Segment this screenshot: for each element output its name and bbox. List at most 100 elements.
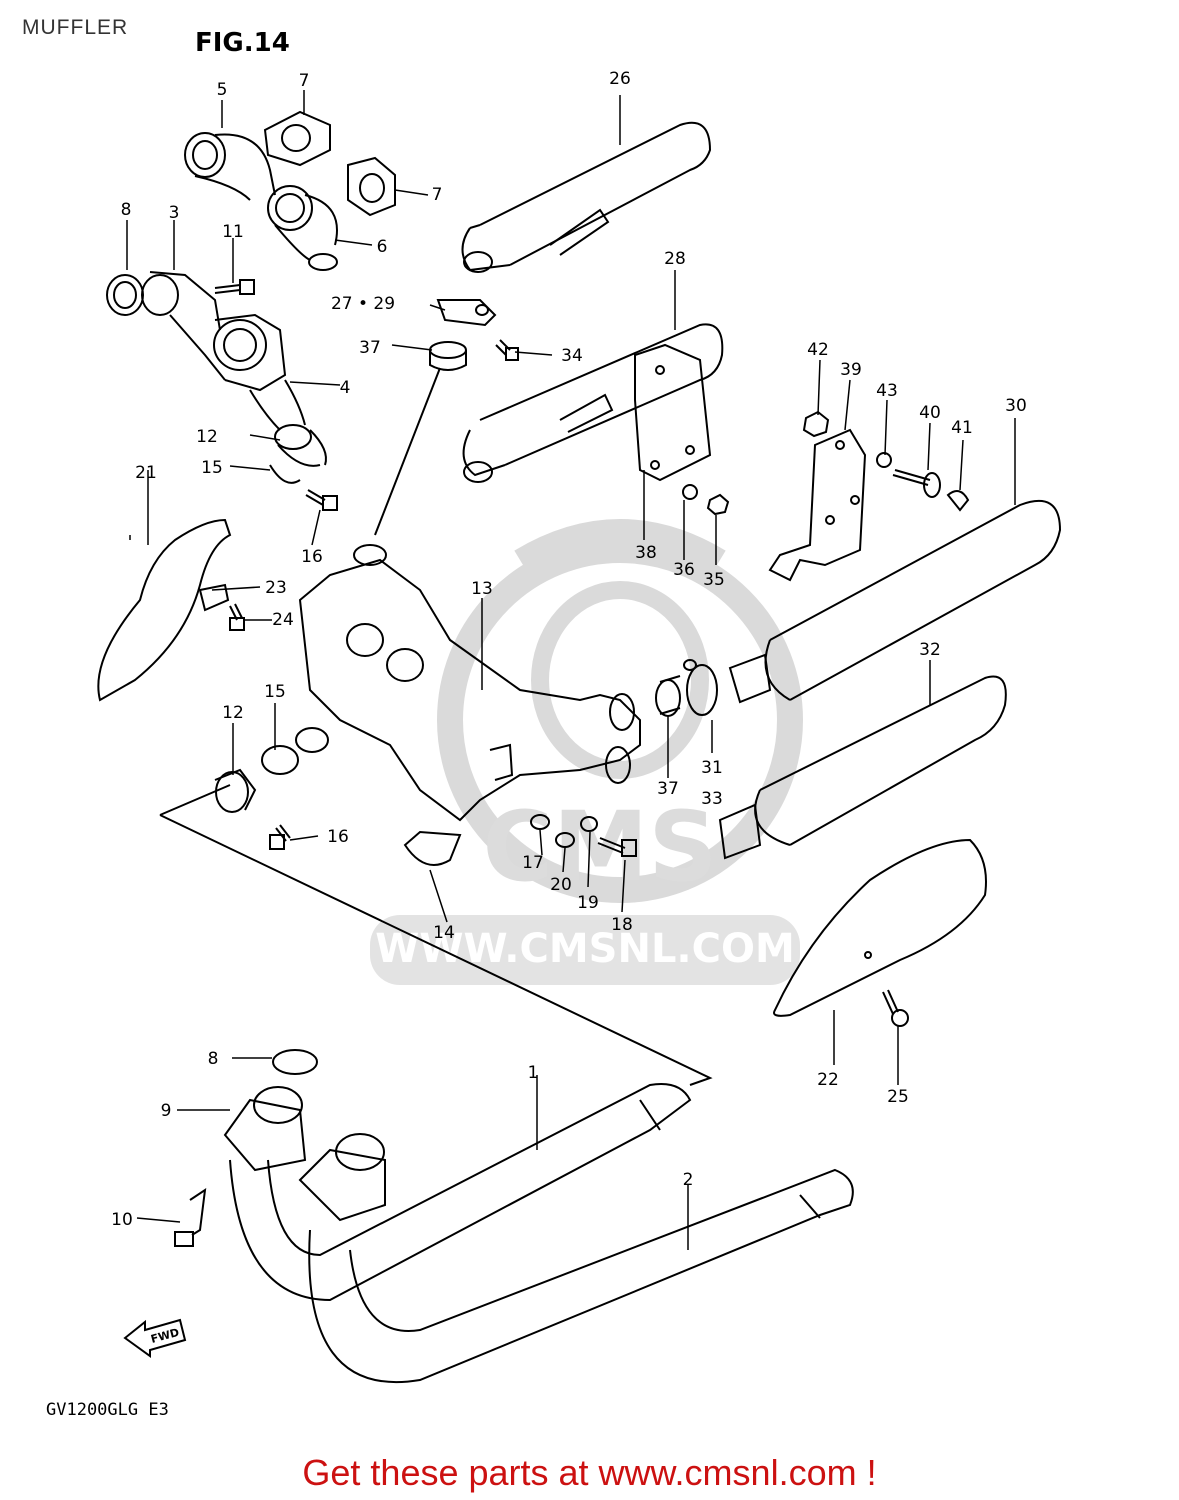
washer-43 — [876, 452, 892, 468]
callout-35: 35 — [703, 570, 725, 590]
callout-23: 23 — [265, 578, 287, 598]
callout-4: 4 — [340, 378, 351, 398]
callout-16b: 16 — [327, 827, 349, 847]
callout-36: 36 — [673, 560, 695, 580]
watermark-url: WWW.CMSNL.COM — [375, 926, 795, 972]
bolt-24 — [229, 603, 245, 631]
callout-31: 31 — [701, 758, 723, 778]
gasket-7a — [263, 110, 331, 167]
callout-25: 25 — [887, 1087, 909, 1107]
cta-link[interactable]: Get these parts at www.cmsnl.com ! — [302, 1452, 877, 1493]
nut-35 — [706, 493, 730, 516]
callout-9: 9 — [161, 1101, 172, 1121]
bracket-23 — [198, 583, 230, 612]
bolt-40 — [892, 469, 941, 498]
watermark-logo — [437, 519, 803, 903]
bracket-38 — [634, 343, 712, 482]
bolt-10 — [174, 1187, 207, 1247]
callout-10: 10 — [111, 1210, 133, 1230]
flange-9b — [298, 1133, 386, 1222]
sleeve-12-lower — [214, 768, 257, 813]
callout-43: 43 — [876, 381, 898, 401]
callout-37b: 37 — [657, 779, 679, 799]
fwd-arrow-icon — [123, 1318, 187, 1358]
clamp-27-29 — [436, 299, 497, 327]
callout-2: 2 — [683, 1170, 694, 1190]
callout-13: 13 — [471, 579, 493, 599]
leader-lines — [126, 90, 1016, 1250]
callout-15a: 15 — [201, 458, 223, 478]
callout-37a: 37 — [359, 338, 381, 358]
sleeve-37-upper — [429, 341, 467, 371]
flange-9 — [223, 1086, 307, 1172]
collector-13 — [298, 544, 641, 822]
callout-11: 11 — [222, 222, 244, 242]
callout-8b: 8 — [208, 1049, 219, 1069]
bolt-16-upper — [305, 489, 338, 511]
clamp-15-lower — [261, 727, 329, 775]
heat-shield-21 — [97, 518, 232, 702]
muffler-26 — [461, 121, 712, 273]
bolt-34 — [495, 339, 519, 361]
clamp-31-33 — [683, 659, 718, 716]
callout-6: 6 — [377, 237, 388, 257]
gasket-8-lower — [272, 1049, 318, 1075]
exhaust-pipe-2 — [308, 1168, 854, 1384]
callout-33: 33 — [701, 789, 723, 809]
screw-25 — [882, 989, 909, 1027]
exhaust-pipe-1 — [229, 1083, 692, 1302]
bracket-39 — [768, 428, 867, 582]
callout-17: 17 — [522, 853, 544, 873]
callout-15b: 15 — [264, 682, 286, 702]
callout-18: 18 — [611, 915, 633, 935]
sleeve-37-lower — [655, 675, 681, 717]
exploded-diagram: CMS WWW.CMSNL.COM — [97, 69, 1062, 1384]
callout-20: 20 — [550, 875, 572, 895]
group-boundary-line — [159, 784, 713, 1086]
callout-40: 40 — [919, 403, 941, 423]
callout-3: 3 — [169, 203, 180, 223]
heat-shield-22 — [773, 838, 987, 1017]
clamp-14 — [403, 830, 462, 866]
bolt-18 — [597, 837, 637, 857]
nut-36 — [682, 484, 698, 500]
callout-32: 32 — [919, 640, 941, 660]
washer-20 — [555, 832, 575, 848]
callout-1: 1 — [528, 1063, 539, 1083]
callout-26: 26 — [609, 69, 631, 89]
model-code: GV1200GLG E3 — [46, 1400, 169, 1420]
exhaust-pipe-5 — [184, 132, 338, 271]
callout-7a: 7 — [299, 71, 310, 91]
leader-37-to-13 — [374, 367, 441, 536]
callout-41: 41 — [951, 418, 973, 438]
muffler-32 — [718, 675, 1007, 860]
callout-22: 22 — [817, 1070, 839, 1090]
callout-38: 38 — [635, 543, 657, 563]
callout-39: 39 — [840, 360, 862, 380]
callout-30: 30 — [1005, 396, 1027, 416]
cap-41 — [946, 490, 970, 512]
callout-16a: 16 — [301, 547, 323, 567]
muffler-30 — [728, 500, 1062, 704]
callout-5: 5 — [217, 80, 228, 100]
callout-27-29: 27 • 29 — [331, 294, 395, 314]
callout-12a: 12 — [196, 427, 218, 447]
callout-28: 28 — [664, 249, 686, 269]
washer-19 — [580, 816, 598, 832]
exhaust-pipe-4 — [106, 271, 327, 467]
bolt-16-lower — [269, 824, 291, 850]
washer-17 — [530, 814, 550, 830]
nut-42 — [802, 410, 830, 438]
figure-label: FIG.14 — [195, 28, 290, 58]
callout-21: 21 — [135, 463, 157, 483]
muffler-28 — [462, 323, 724, 483]
watermark-logo-text: CMS — [482, 791, 717, 903]
callout-42: 42 — [807, 340, 829, 360]
callout-8a: 8 — [121, 200, 132, 220]
callout-34: 34 — [561, 346, 583, 366]
bolt-11 — [214, 279, 255, 295]
callout-12b: 12 — [222, 703, 244, 723]
clamp-15-upper — [269, 464, 301, 484]
gasket-7b — [347, 156, 396, 217]
